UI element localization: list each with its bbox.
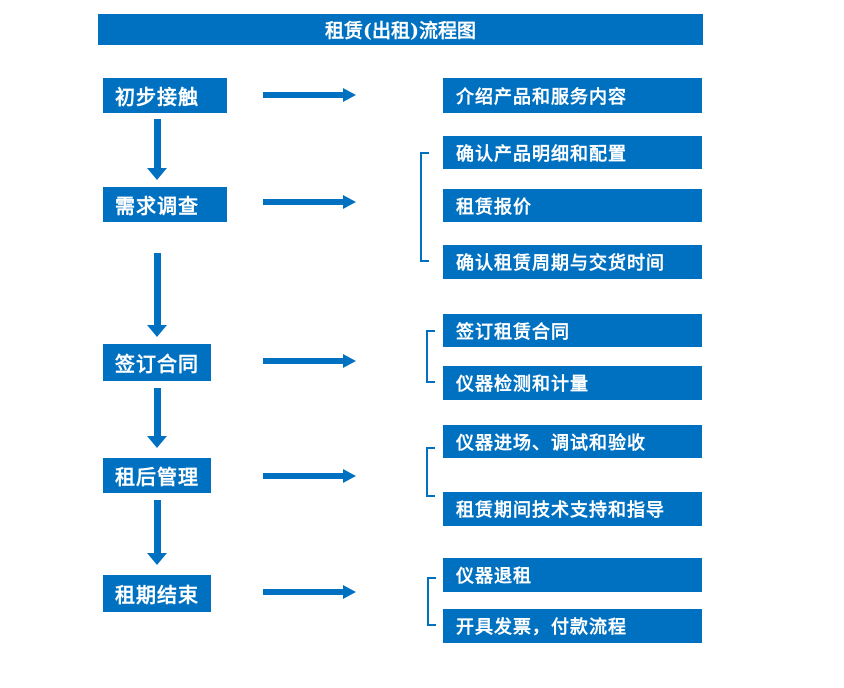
detail-box-instrument-setup-acceptance: 仪器进场、调试和验收 <box>443 425 702 458</box>
step-box-rental-end: 租期结束 <box>103 575 211 612</box>
detail-box-instrument-inspection: 仪器检测和计量 <box>443 366 702 400</box>
diagram-title-bar: 租赁(出租)流程图 <box>98 14 703 45</box>
step-box-sign-contract: 签订合同 <box>103 344 211 381</box>
detail-box-confirm-product-details: 确认产品明细和配置 <box>443 136 702 169</box>
arrow-step1-to-details-icon <box>263 88 356 102</box>
arrow-step2-to-details-icon <box>263 195 356 209</box>
arrow-step5-to-details-icon <box>263 585 356 599</box>
group-bracket-step4 <box>426 447 435 497</box>
step-box-demand-survey: 需求调查 <box>103 187 227 222</box>
group-bracket-step3 <box>426 330 435 383</box>
group-bracket-step5 <box>427 577 436 626</box>
arrow-step4-to-details-icon <box>263 469 356 483</box>
detail-box-sign-rental-contract: 签订租赁合同 <box>443 314 702 347</box>
step-box-post-rental-management: 租后管理 <box>103 458 211 493</box>
arrow-step4-to-step5-icon <box>147 500 168 565</box>
detail-box-confirm-rental-period: 确认租赁周期与交货时间 <box>443 245 702 279</box>
group-bracket-step2 <box>420 152 429 262</box>
detail-box-instrument-return: 仪器退租 <box>443 558 702 592</box>
diagram-title: 租赁(出租)流程图 <box>325 20 476 42</box>
detail-box-invoice-payment: 开具发票，付款流程 <box>443 609 702 643</box>
detail-box-introduce-products: 介绍产品和服务内容 <box>443 78 702 113</box>
detail-box-rental-quotation: 租赁报价 <box>443 189 702 222</box>
arrow-step3-to-details-icon <box>263 354 356 368</box>
arrow-step2-to-step3-icon <box>147 253 168 337</box>
detail-box-technical-support: 租赁期间技术支持和指导 <box>443 492 702 526</box>
arrow-step3-to-step4-icon <box>147 388 168 448</box>
step-box-initial-contact: 初步接触 <box>103 78 227 113</box>
arrow-step1-to-step2-icon <box>147 119 168 180</box>
